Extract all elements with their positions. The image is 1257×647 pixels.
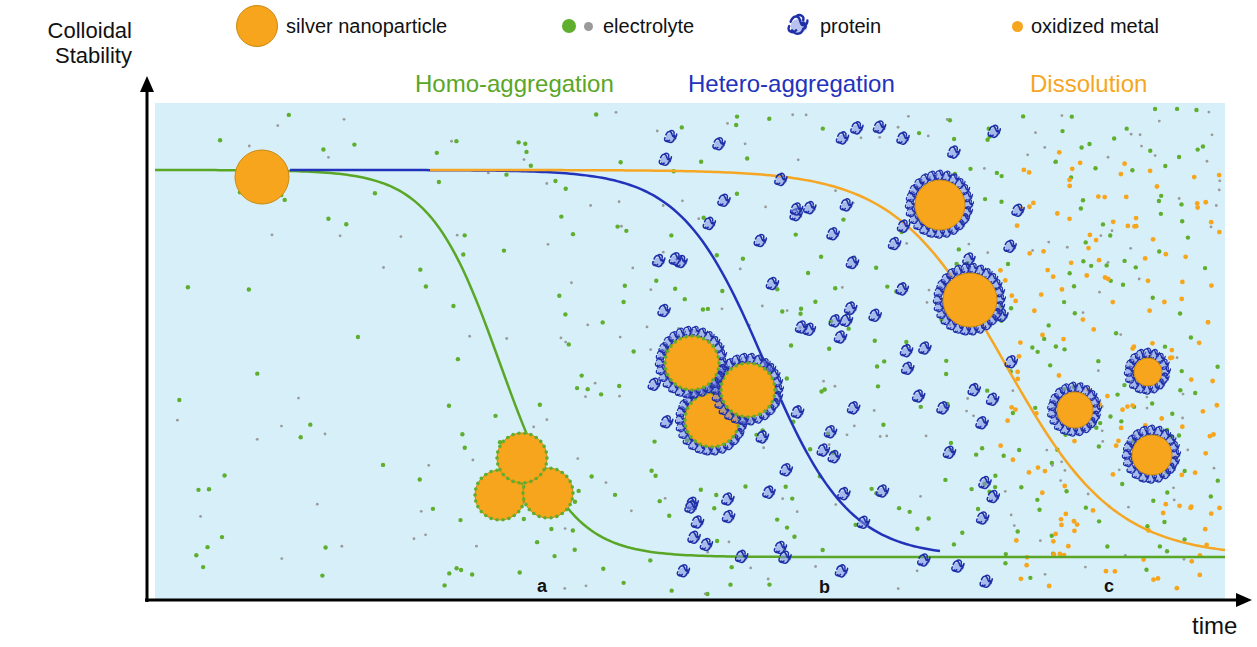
axis-label: Colloidal Stability xyxy=(4,18,132,69)
legend-text: protein xyxy=(820,15,881,38)
legend-swatch xyxy=(562,19,576,33)
phase-title: Dissolution xyxy=(1030,70,1147,98)
axis-label: time xyxy=(1192,612,1237,640)
legend-text: silver nanoparticle xyxy=(286,15,447,38)
phase-title: Hetero-aggregation xyxy=(688,70,895,98)
phase-letter: b xyxy=(816,577,833,598)
legend-item: silver nanoparticle xyxy=(236,4,447,48)
background xyxy=(155,103,1225,600)
legend-text: electrolyte xyxy=(603,15,694,38)
oxidized-metal-dots xyxy=(998,150,1222,591)
legend-item: oxidized metal xyxy=(1012,4,1159,48)
phase-letter: a xyxy=(534,576,550,597)
legend-text: oxidized metal xyxy=(1031,15,1159,38)
axis-arrow xyxy=(140,76,154,92)
protein-icon xyxy=(784,11,814,41)
grey-dot xyxy=(584,22,593,31)
electrolyte-dots xyxy=(176,107,1221,596)
nanoparticles xyxy=(235,150,1181,522)
stability-curves xyxy=(155,170,1225,557)
phase-letter: c xyxy=(1101,576,1117,597)
phase-title: Homo-aggregation xyxy=(415,70,614,98)
axis-arrow xyxy=(1236,593,1252,607)
free-proteins xyxy=(648,121,1024,587)
legend-swatch xyxy=(236,5,278,47)
legend-item: electrolyte xyxy=(562,4,694,48)
legend-swatch xyxy=(1012,21,1023,32)
legend-item: protein xyxy=(784,4,881,48)
axes xyxy=(145,88,1240,602)
